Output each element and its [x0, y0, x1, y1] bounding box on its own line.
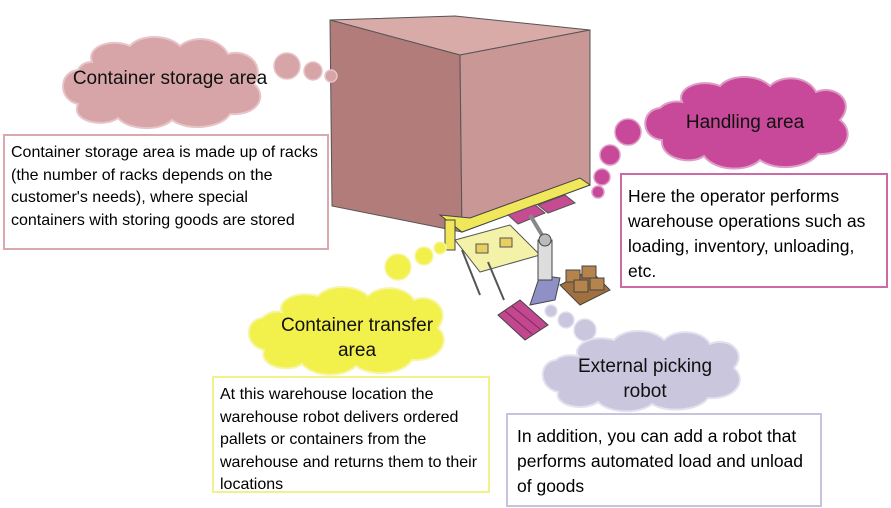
- handling-area-title: Handling area: [685, 112, 805, 133]
- external-robot-description: In addition, you can add a robot that pe…: [506, 413, 822, 507]
- external-robot-title: External picking robot: [577, 356, 713, 402]
- transfer-cloud: [247, 286, 445, 376]
- storage-area-title: Container storage area: [72, 68, 268, 89]
- external-bubble-trail: [544, 304, 597, 342]
- conveyor-stations: [438, 177, 592, 301]
- transfer-area-title: Container transfer area: [280, 315, 434, 361]
- empty-pallet: [497, 299, 549, 341]
- warehouse-box: [329, 15, 591, 233]
- handling-cloud: [644, 76, 849, 170]
- handling-area-description: Here the operator performs warehouse ope…: [620, 173, 888, 288]
- goods-pallet: [559, 265, 611, 306]
- picking-robot: [528, 213, 561, 306]
- transfer-bubble-trail: [384, 241, 447, 281]
- storage-bubble-trail: [273, 52, 338, 83]
- external-cloud: [541, 330, 741, 413]
- storage-area-description: Container storage area is made up of rac…: [3, 134, 329, 250]
- storage-cloud: [62, 36, 262, 130]
- handling-bubble-trail: [591, 118, 642, 199]
- transfer-area-description: At this warehouse location the warehouse…: [212, 376, 490, 493]
